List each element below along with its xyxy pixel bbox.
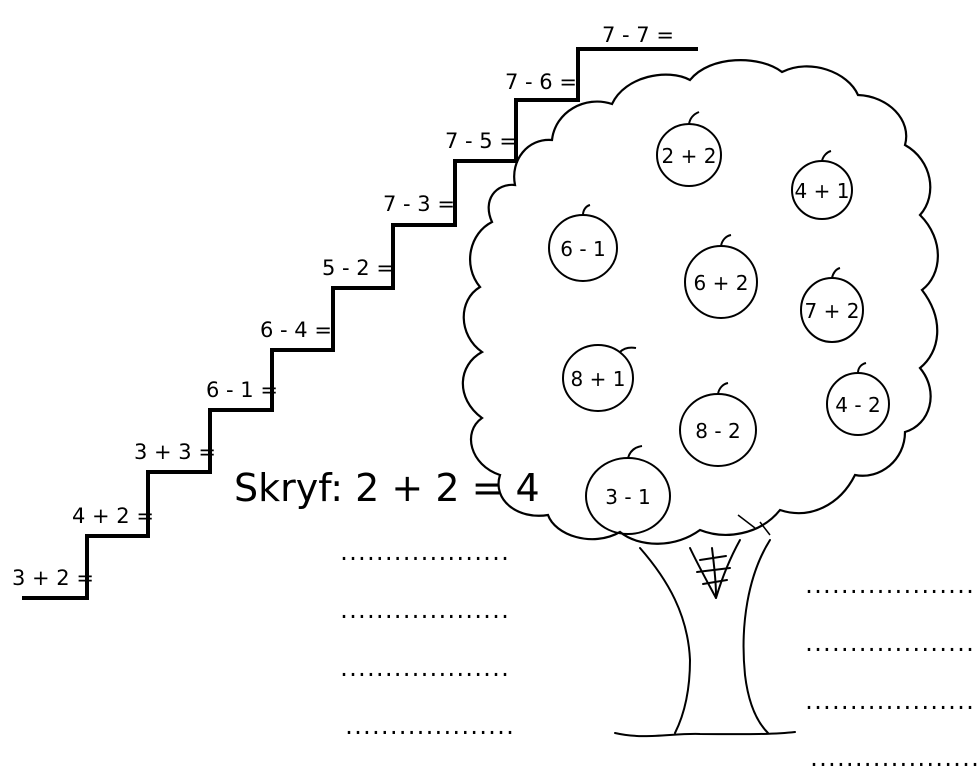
answer-line-8[interactable]: ................... — [808, 747, 978, 771]
answer-line-5[interactable]: ................... — [803, 574, 976, 598]
apple-sum-1: 2 + 2 — [661, 144, 717, 168]
stair-sum-1: 3 + 2 = — [12, 566, 94, 590]
answer-line-6[interactable]: ................... — [803, 632, 976, 656]
stair-sum-9: 7 - 6 = — [505, 70, 577, 94]
apple-sum-9: 3 - 1 — [605, 485, 651, 509]
stair-sum-7: 7 - 3 = — [383, 192, 455, 216]
answer-line-4[interactable]: ................... — [343, 715, 516, 739]
apple-sum-7: 4 - 2 — [835, 393, 881, 417]
answer-line-2[interactable]: ................... — [338, 599, 511, 623]
apple-shapes — [548, 111, 890, 535]
stair-sum-3: 3 + 3 = — [134, 440, 216, 464]
stair-sum-10: 7 - 7 = — [602, 23, 674, 47]
stair-sum-5: 6 - 4 = — [260, 318, 332, 342]
stair-sum-2: 4 + 2 = — [72, 504, 154, 528]
stair-sum-6: 5 - 2 = — [322, 256, 394, 280]
answer-line-1[interactable]: ................... — [338, 541, 511, 565]
apple-sum-8: 8 - 2 — [695, 419, 741, 443]
apple-sum-6: 8 + 1 — [570, 367, 626, 391]
apple-sum-5: 7 + 2 — [804, 299, 860, 323]
tree-trunk — [614, 539, 796, 738]
stair-sum-4: 6 - 1 = — [206, 378, 278, 402]
answer-line-7[interactable]: ................... — [803, 690, 976, 714]
instruction-text: Skryf: 2 + 2 = 4 — [234, 466, 540, 510]
staircase-line — [22, 47, 698, 600]
answer-line-3[interactable]: ................... — [338, 657, 511, 681]
apple-sum-4: 6 + 2 — [693, 271, 749, 295]
apple-sum-2: 4 + 1 — [794, 179, 850, 203]
stair-sum-8: 7 - 5 = — [445, 129, 517, 153]
tree-canopy — [461, 59, 939, 545]
apple-sum-3: 6 - 1 — [560, 237, 606, 261]
